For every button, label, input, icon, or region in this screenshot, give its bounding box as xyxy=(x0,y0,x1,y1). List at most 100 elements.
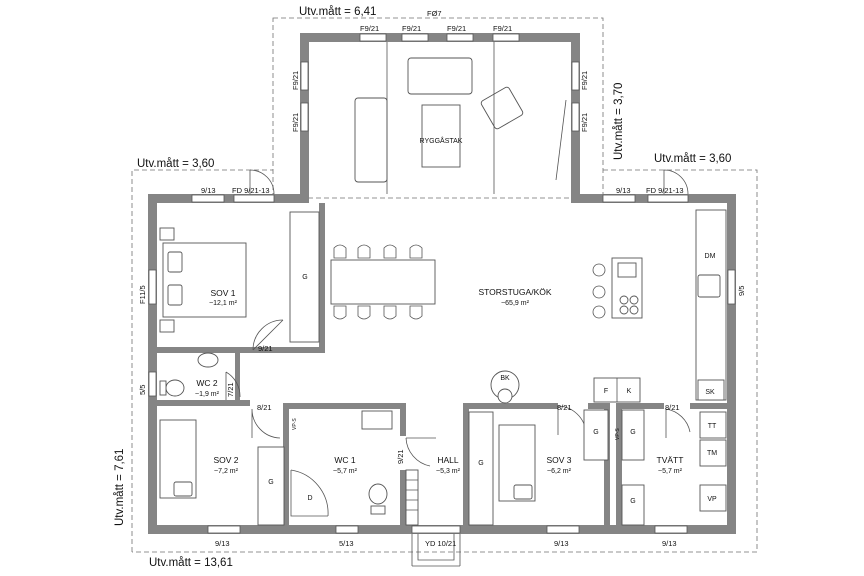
wc1-door xyxy=(405,437,436,467)
bay-left-window-label-2: F9/21 xyxy=(291,113,300,132)
windows xyxy=(148,33,736,534)
water-heater-label: VP xyxy=(707,496,717,503)
sov2-wardrobe xyxy=(257,446,285,526)
dishwasher-label: DM xyxy=(705,253,716,260)
storstuga-name: STORSTUGA/KÖK xyxy=(478,287,551,297)
entry-steps xyxy=(411,534,461,567)
wc1-name: WC 1 xyxy=(334,455,356,465)
dimension-labels: Utv.mått = 6,41 Utv.mått = 3,60 Utv.mått… xyxy=(114,6,731,569)
dining-table xyxy=(330,259,436,305)
freezer-label: K xyxy=(627,388,632,395)
fridge-label: F xyxy=(604,388,608,395)
fixture-labels: RYGGÅSTAK G G D G G G G BK F K DM SK TT … xyxy=(268,136,717,505)
bay-right-window-label-1: F9/21 xyxy=(580,71,589,90)
top-left-width-label: Utv.mått = 3,60 xyxy=(137,158,214,170)
sov3-window-label: 9/13 xyxy=(554,539,569,548)
coffee-table xyxy=(421,104,461,168)
wc1-area: ~5,7 m² xyxy=(333,468,358,475)
sofa-top xyxy=(407,57,473,95)
vent-label-1: VP-S xyxy=(292,418,298,430)
house-dimension-outline xyxy=(131,169,758,553)
top-right-width-label: Utv.mått = 3,60 xyxy=(654,153,731,165)
stove-label: BK xyxy=(500,375,510,382)
roof-ridge-lines xyxy=(386,42,495,194)
sov1-name: SOV 1 xyxy=(210,288,235,298)
hall-bench xyxy=(405,469,419,526)
tvatt-wardrobe-2 xyxy=(621,484,645,526)
hall-wardrobe-label: G xyxy=(478,460,483,467)
tvatt-wardrobe-1 xyxy=(621,409,645,461)
wc2-door-label: 7/21 xyxy=(226,382,235,397)
left-patio-door-label: FD 9/21-13 xyxy=(232,186,270,195)
dryer-label: TT xyxy=(708,423,717,430)
bay-window-label-1: F9/21 xyxy=(360,24,379,33)
left-patio-door xyxy=(249,169,275,195)
sov1-window-label: 9/13 xyxy=(201,186,216,195)
top-width-label: Utv.mått = 6,41 xyxy=(299,6,376,18)
sov1-area: ~12,1 m² xyxy=(209,300,237,307)
sov2-door xyxy=(251,408,281,439)
tvatt-wardrobe-label-2: G xyxy=(630,498,635,505)
tvatt-door xyxy=(665,408,691,438)
sov3-wardrobe-label: G xyxy=(593,429,598,436)
right-window-label: 9/13 xyxy=(616,186,631,195)
door-swings xyxy=(225,99,691,567)
sov2-name: SOV 2 xyxy=(213,455,238,465)
shower xyxy=(290,470,328,517)
sov1-wardrobe-label: G xyxy=(302,274,307,281)
wc1-door-label: 9/21 xyxy=(396,449,405,464)
water-heater xyxy=(699,484,727,512)
bay-right-window-label-2: F9/21 xyxy=(580,113,589,132)
kitchen-counter xyxy=(695,209,727,401)
washer xyxy=(699,439,727,467)
total-width-label: Utv.mått = 13,61 xyxy=(149,557,233,569)
sov2-wardrobe-label: G xyxy=(268,479,273,486)
furniture xyxy=(159,42,727,526)
room-labels: STORSTUGA/KÖK ~65,9 m² SOV 1 ~12,1 m² WC… xyxy=(195,287,683,475)
bay-window-label-2: F9/21 xyxy=(402,24,421,33)
hall-area: ~5,3 m² xyxy=(436,468,461,475)
tvatt-area: ~5,7 m² xyxy=(658,468,683,475)
sov3-name: SOV 3 xyxy=(546,455,571,465)
wc2-sink xyxy=(197,352,219,368)
kitchen-side-window-label: 9/5 xyxy=(737,286,746,296)
wc2-area: ~1,9 m² xyxy=(195,391,220,398)
sov1-wardrobe xyxy=(289,211,320,343)
sofa-left xyxy=(354,97,388,183)
wc2-door xyxy=(225,371,241,400)
bay-window-label-3: F9/21 xyxy=(447,24,466,33)
dimension-lines xyxy=(131,17,758,553)
wc2-name: WC 2 xyxy=(196,378,218,388)
tvatt-door-label: 8/21 xyxy=(665,403,680,412)
dryer xyxy=(699,411,727,439)
sov1-door-label: 9/21 xyxy=(258,344,273,353)
cabinet-label: SK xyxy=(705,389,715,396)
hall-wardrobe xyxy=(468,411,494,526)
tvatt-name: TVÄTT xyxy=(657,455,684,465)
sov1-side-window-label: F11/5 xyxy=(138,285,147,304)
bay-top-label: FØ7 xyxy=(427,9,442,18)
sov2-window-label: 9/13 xyxy=(215,539,230,548)
wc2-side-window-label: 5/5 xyxy=(138,385,147,395)
entry-door xyxy=(417,534,455,561)
tvatt-wardrobe-label-1: G xyxy=(630,429,635,436)
sov2-door-label: 8/21 xyxy=(257,403,272,412)
sov1-door xyxy=(252,319,284,351)
bay-dimension-outline xyxy=(272,17,604,199)
sov3-area: ~6,2 m² xyxy=(547,468,572,475)
top-depth-label: Utv.mått = 3,70 xyxy=(613,83,625,160)
hall-name: HALL xyxy=(437,455,459,465)
right-patio-door xyxy=(663,169,689,195)
sov3-door-label: 8/21 xyxy=(557,403,572,412)
storstuga-area: ~65,9 m² xyxy=(501,300,529,307)
wc1-sink xyxy=(361,410,393,430)
sov3-wardrobe xyxy=(583,409,609,461)
tvatt-window-label: 9/13 xyxy=(662,539,677,548)
washer-label: TM xyxy=(707,450,717,457)
entry-door-label: YD 10/21 xyxy=(425,539,456,548)
bay-sliding-door xyxy=(555,99,567,181)
opening-labels: FØ7 F9/21 F9/21 F9/21 F9/21 F9/21 F9/21 … xyxy=(138,9,746,548)
wc1-window-label: 5/13 xyxy=(339,539,354,548)
shower-label: D xyxy=(307,495,312,502)
